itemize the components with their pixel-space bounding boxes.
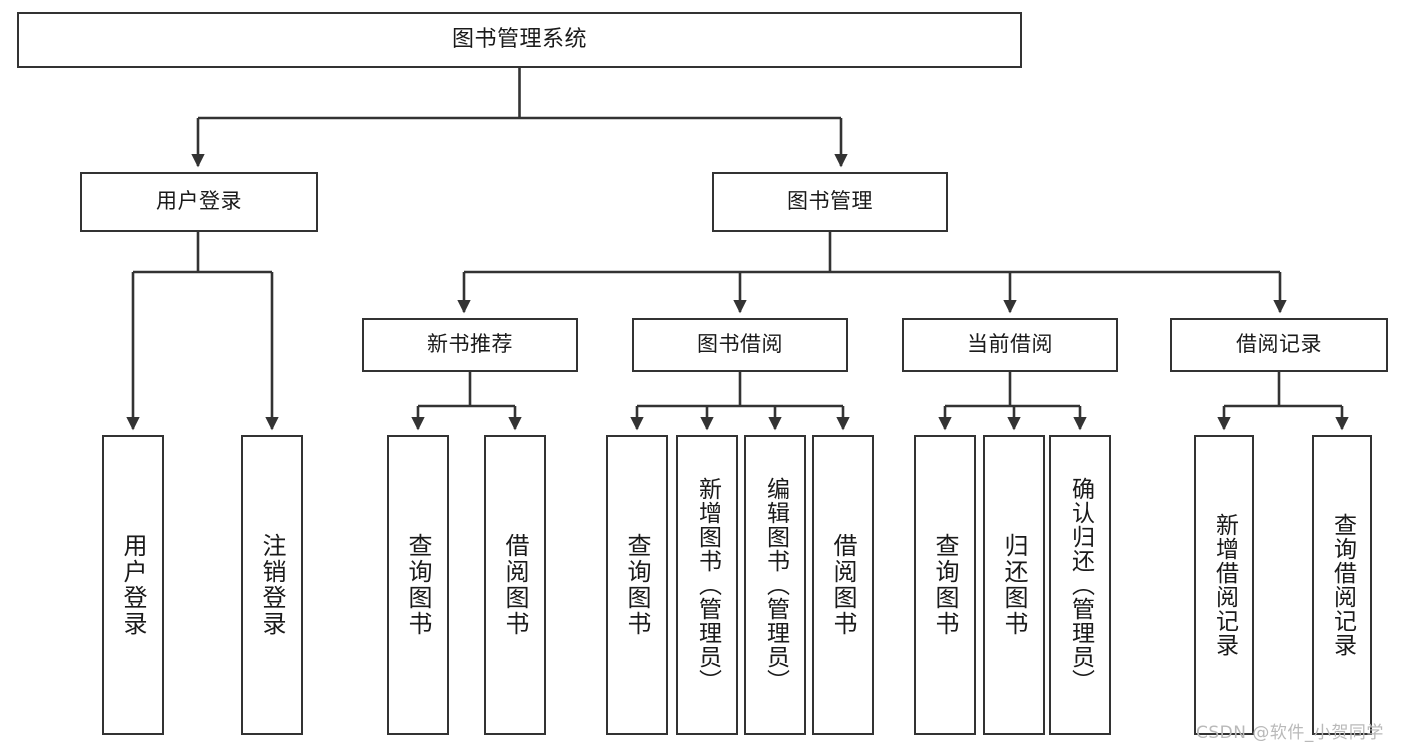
node-label: 归还图书 (1000, 533, 1028, 637)
leaf-user-login[interactable]: 用户登录 (102, 435, 164, 735)
node-book-management[interactable]: 图书管理 (712, 172, 948, 232)
node-label: 注销登录 (258, 533, 286, 637)
node-label: 编辑图书（管理员） (762, 477, 789, 693)
node-book-borrow[interactable]: 图书借阅 (632, 318, 848, 372)
csdn-watermark: CSDN @软件_小贺同学 (1196, 723, 1384, 743)
node-current-borrow[interactable]: 当前借阅 (902, 318, 1118, 372)
node-label: 查询图书 (623, 533, 651, 637)
node-label: 借阅图书 (501, 533, 529, 637)
leaf-query-book-current[interactable]: 查询图书 (914, 435, 976, 735)
leaf-logout[interactable]: 注销登录 (241, 435, 303, 735)
leaf-query-book-borrow[interactable]: 查询图书 (606, 435, 668, 735)
leaf-edit-book-admin[interactable]: 编辑图书（管理员） (744, 435, 806, 735)
leaf-query-book-recommend[interactable]: 查询图书 (387, 435, 449, 735)
leaf-add-borrow-record[interactable]: 新增借阅记录 (1194, 435, 1254, 735)
leaf-confirm-return-admin[interactable]: 确认归还（管理员） (1049, 435, 1111, 735)
node-label: 新书推荐 (427, 332, 513, 357)
node-label: 借阅记录 (1236, 332, 1322, 357)
leaf-return-book[interactable]: 归还图书 (983, 435, 1045, 735)
node-label: 图书借阅 (697, 332, 783, 357)
node-label: 图书管理系统 (451, 26, 587, 52)
node-label: 用户登录 (119, 533, 147, 637)
node-label: 当前借阅 (967, 332, 1053, 357)
node-label: 查询图书 (404, 533, 432, 637)
leaf-query-borrow-record[interactable]: 查询借阅记录 (1312, 435, 1372, 735)
node-root-book-management-system[interactable]: 图书管理系统 (17, 12, 1022, 68)
node-borrow-record[interactable]: 借阅记录 (1170, 318, 1388, 372)
node-label: 新增借阅记录 (1211, 513, 1238, 657)
node-label: 图书管理 (787, 189, 873, 214)
leaf-borrow-book[interactable]: 借阅图书 (812, 435, 874, 735)
node-label: 查询图书 (931, 533, 959, 637)
node-new-book-recommend[interactable]: 新书推荐 (362, 318, 578, 372)
node-label: 借阅图书 (829, 533, 857, 637)
node-label: 查询借阅记录 (1329, 513, 1356, 657)
node-label: 用户登录 (156, 189, 242, 214)
node-user-login[interactable]: 用户登录 (80, 172, 318, 232)
node-label: 新增图书（管理员） (694, 477, 721, 693)
leaf-borrow-book-recommend[interactable]: 借阅图书 (484, 435, 546, 735)
leaf-add-book-admin[interactable]: 新增图书（管理员） (676, 435, 738, 735)
node-label: 确认归还（管理员） (1067, 477, 1094, 693)
